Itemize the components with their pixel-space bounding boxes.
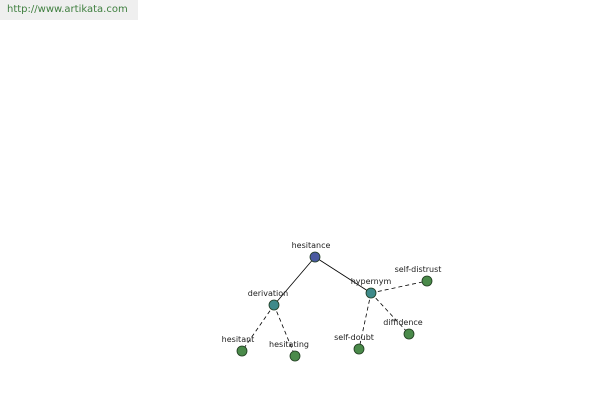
node-label-hesitant[interactable]: hesitant xyxy=(222,335,255,344)
node-hypernym[interactable] xyxy=(365,287,377,299)
node-label-self-doubt[interactable]: self-doubt xyxy=(334,333,374,342)
node-hesitant[interactable] xyxy=(236,345,248,357)
node-diffidence[interactable] xyxy=(403,328,415,340)
node-label-hesitating[interactable]: hesitating xyxy=(269,340,309,349)
edge-hypernym-diffidence xyxy=(370,292,410,335)
graph-edges xyxy=(241,256,428,357)
graph-nodes xyxy=(236,251,433,362)
node-hesitance[interactable] xyxy=(309,251,321,263)
node-label-self-distrust[interactable]: self-distrust xyxy=(395,265,442,274)
node-label-derivation[interactable]: derivation xyxy=(248,289,288,298)
graph-labels: hesitance derivation hypernym hesitant hesit… xyxy=(222,241,442,349)
node-label-diffidence[interactable]: diffidence xyxy=(383,318,423,327)
edge-hypernym-self-doubt xyxy=(358,292,372,350)
edge-hypernym-self-distrust xyxy=(370,280,428,294)
node-self-doubt[interactable] xyxy=(353,343,365,355)
edge-derivation-hesitant xyxy=(241,304,275,352)
edge-hesitance-hypernym xyxy=(314,256,372,294)
node-hesitating[interactable] xyxy=(289,350,301,362)
node-label-hesitance[interactable]: hesitance xyxy=(292,241,331,250)
node-self-distrust[interactable] xyxy=(421,275,433,287)
edge-derivation-hesitating xyxy=(273,304,296,357)
edge-hesitance-derivation xyxy=(273,256,316,306)
site-url[interactable]: http://www.artikata.com xyxy=(0,0,138,20)
node-derivation[interactable] xyxy=(268,299,280,311)
node-label-hypernym[interactable]: hypernym xyxy=(351,277,392,286)
